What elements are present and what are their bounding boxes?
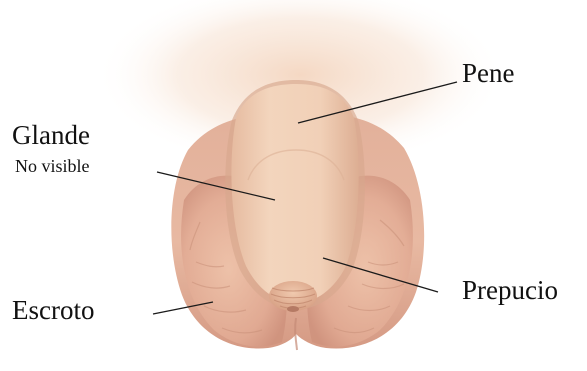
label-glande-note: No visible bbox=[15, 157, 90, 175]
label-pene: Pene bbox=[462, 60, 514, 87]
label-glande: Glande bbox=[12, 122, 90, 149]
label-prepucio: Prepucio bbox=[462, 277, 558, 304]
foreskin-opening bbox=[287, 306, 299, 312]
label-escroto: Escroto bbox=[12, 297, 94, 324]
